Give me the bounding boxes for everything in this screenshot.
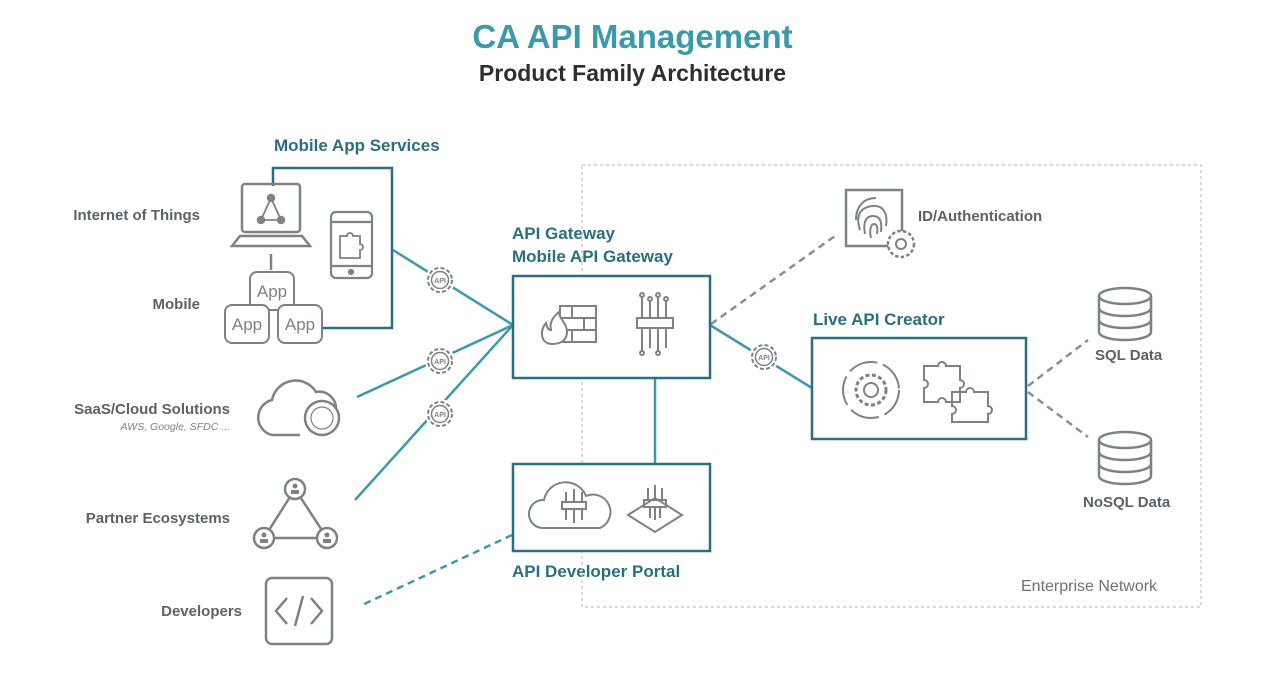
id-authentication-label: ID/Authentication <box>918 208 1043 225</box>
api-gateway-label: API Gateway <box>512 224 615 243</box>
app-badge: App <box>232 315 262 334</box>
gear-api-icon: API <box>425 346 455 376</box>
live-api-creator-label: Live API Creator <box>813 310 945 329</box>
app-stack-icon <box>224 271 323 344</box>
database-icon <box>1097 286 1153 342</box>
gear-api-icon: API <box>425 265 455 295</box>
live-api-creator-box <box>810 336 1028 441</box>
cloud-cd-icon <box>256 379 341 437</box>
source-label-partner: Partner Ecosystems <box>85 510 230 527</box>
firewall-icon <box>540 305 597 346</box>
source-label-developers: Developers <box>161 603 242 620</box>
app-badge: App <box>257 282 287 301</box>
api-badge-text: API <box>434 412 446 419</box>
source-label-saas: SaaS/Cloud Solutions <box>74 401 230 418</box>
enterprise-network-label: Enterprise Network <box>1021 578 1158 595</box>
puzzle-icon <box>923 361 993 423</box>
platform-api-icon <box>626 485 684 534</box>
api-badge-text: API <box>434 359 446 366</box>
gear-api-icon: API <box>749 342 779 372</box>
laptop-network-icon <box>229 182 313 270</box>
api-developer-portal-label: API Developer Portal <box>512 562 681 581</box>
page-subtitle: Product Family Architecture <box>478 60 787 86</box>
connector-gateway-auth <box>710 234 836 326</box>
mobile-api-gateway-label: Mobile API Gateway <box>512 247 673 266</box>
connector-mobile-gateway <box>392 248 514 327</box>
mobile-puzzle-icon <box>329 210 374 280</box>
gear-api-icon: API <box>425 399 455 429</box>
app-badge: App <box>285 315 315 334</box>
connector-developers-portal <box>359 533 513 608</box>
sql-data-label: SQL Data <box>1095 347 1163 364</box>
triangle-people-icon <box>252 477 339 550</box>
api-developer-portal-box <box>511 462 712 553</box>
mobile-app-services-bracket <box>271 166 394 330</box>
circuit-api-icon <box>636 292 674 356</box>
connector-creator-sql <box>1027 339 1089 387</box>
api-badge-text: API <box>434 278 446 285</box>
source-sublabel-saas: AWS, Google, SFDC ... <box>120 421 230 433</box>
cloud-api-icon <box>527 481 612 529</box>
page-title: CA API Management <box>472 18 793 55</box>
source-label-iot: Internet of Things <box>73 207 200 224</box>
enterprise-network-boundary <box>581 164 1202 608</box>
gear-cycle-icon <box>842 361 900 419</box>
mobile-app-services-label: Mobile App Services <box>274 136 440 155</box>
source-label-mobile: Mobile <box>152 296 201 313</box>
database-icon <box>1097 430 1153 486</box>
api-badge-text: API <box>758 355 770 362</box>
connector-creator-nosql <box>1027 391 1089 438</box>
dashed-connectors <box>710 234 1089 438</box>
code-brackets-icon <box>264 576 334 646</box>
fingerprint-gear-icon <box>844 188 916 259</box>
nosql-data-label: NoSQL Data <box>1083 494 1171 511</box>
